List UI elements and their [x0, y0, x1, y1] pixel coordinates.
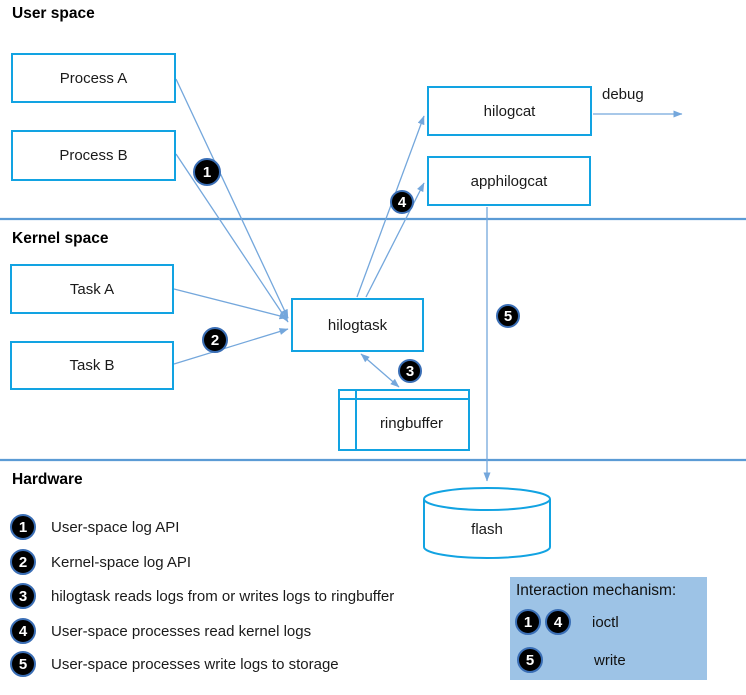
task-a-node: Task A: [10, 264, 174, 314]
process-a-node: Process A: [11, 53, 176, 103]
arrow-task-a-to-hilogtask: [173, 288, 289, 320]
legend-item-2: 2 Kernel-space log API: [10, 549, 191, 575]
kernel-space-heading: Kernel space: [12, 230, 109, 247]
legend-text-5: User-space processes write logs to stora…: [51, 655, 339, 673]
arrow-process-b-to-hilogtask: [175, 153, 289, 323]
arrow-hilogtask-ringbuffer-bidirectional: [360, 353, 400, 388]
process-b-node: Process B: [11, 130, 176, 181]
legend-text-1: User-space log API: [51, 518, 180, 536]
badge-5-on-write-storage-arrow: 5: [496, 304, 520, 328]
legend-badge-4: 4: [10, 618, 36, 644]
apphilogcat-node: apphilogcat: [427, 156, 591, 206]
badge-2-on-kernel-api-arrow: 2: [202, 327, 228, 353]
ringbuffer-label: ringbuffer: [379, 415, 444, 432]
legend-badge-5: 5: [10, 651, 36, 677]
interaction-mechanism-box: Interaction mechanism: 1 4 ioctl 5 write: [510, 577, 707, 680]
legend-badge-1: 1: [10, 514, 36, 540]
arrow-task-b-to-hilogtask: [173, 328, 289, 365]
hilogtask-node: hilogtask: [291, 298, 424, 352]
hilogcat-node: hilogcat: [427, 86, 592, 136]
legend-badge-3: 3: [10, 583, 36, 609]
flash-cylinder: [423, 487, 551, 559]
legend-text-2: Kernel-space log API: [51, 553, 192, 571]
user-space-heading: User space: [12, 5, 95, 22]
interaction-badge-5: 5: [517, 647, 543, 673]
interaction-badge-1: 1: [515, 609, 541, 635]
legend-item-5: 5 User-space processes write logs to sto…: [10, 651, 339, 677]
ringbuffer-top-divider: [340, 398, 468, 400]
legend-item-4: 4 User-space processes read kernel logs: [10, 618, 311, 644]
interaction-row-ioctl: 1 4 ioctl: [515, 609, 619, 635]
badge-1-on-user-api-arrow: 1: [193, 158, 221, 186]
ringbuffer-left-divider: [355, 391, 357, 449]
badge-3-on-ringbuffer-arrow: 3: [398, 359, 422, 383]
interaction-badge-4: 4: [545, 609, 571, 635]
legend-item-1: 1 User-space log API: [10, 514, 179, 540]
interaction-label-ioctl: ioctl: [592, 613, 619, 631]
legend-text-4: User-space processes read kernel logs: [51, 622, 312, 640]
legend-text-3: hilogtask reads logs from or writes logs…: [51, 587, 395, 605]
legend-item-3: 3 hilogtask reads logs from or writes lo…: [10, 583, 394, 609]
interaction-label-write: write: [594, 651, 626, 669]
legend-badge-2: 2: [10, 549, 36, 575]
interaction-mechanism-title: Interaction mechanism:: [516, 582, 677, 599]
badge-4-on-read-kernel-logs-arrow: 4: [390, 190, 414, 214]
arrow-hilogtask-to-apphilogcat: [365, 182, 425, 298]
interaction-row-write: 5 write: [517, 647, 626, 673]
ringbuffer-node: ringbuffer: [338, 389, 470, 451]
flash-label: flash: [471, 521, 503, 538]
debug-label: debug: [602, 86, 644, 103]
task-b-node: Task B: [10, 341, 174, 390]
arrow-process-a-to-hilogtask: [175, 78, 289, 319]
hardware-heading: Hardware: [12, 471, 83, 488]
